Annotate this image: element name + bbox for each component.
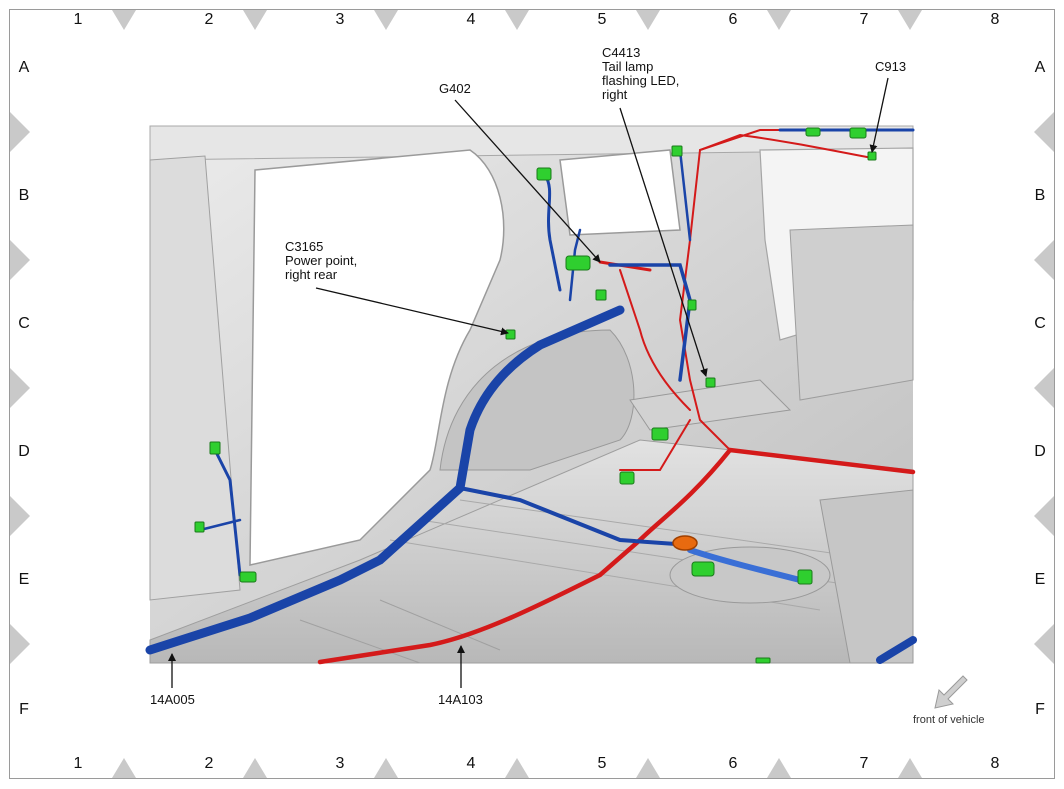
border-ticks <box>10 10 1054 778</box>
row-label-d-left: D <box>18 443 30 460</box>
row-label-b-right: B <box>1034 187 1046 204</box>
col-label-4-top: 4 <box>466 11 476 28</box>
callout-14a005: 14A005 <box>150 692 195 707</box>
callout-c3165: C3165 Power point, right rear <box>285 239 358 282</box>
row-label-c-left: C <box>18 315 30 332</box>
callout-14a103: 14A103 <box>438 692 483 707</box>
col-label-8-top: 8 <box>990 11 1000 28</box>
col-label-5-top: 5 <box>597 11 607 28</box>
callout-c913: C913 <box>875 59 907 74</box>
col-label-4-bottom: 4 <box>466 755 476 772</box>
grommet <box>672 535 698 551</box>
harness-14a005 <box>145 128 917 664</box>
col-label-6-bottom: 6 <box>728 755 738 772</box>
col-label-1-top: 1 <box>73 11 83 28</box>
col-label-6-top: 6 <box>728 11 738 28</box>
callout-g402: G402 <box>439 81 471 96</box>
row-label-f-right: F <box>1035 701 1045 718</box>
row-label-e-right: E <box>1034 571 1046 588</box>
row-label-f-left: F <box>19 701 29 718</box>
row-label-c-right: C <box>1034 315 1046 332</box>
row-label-a-left: A <box>18 59 30 76</box>
col-label-8-bottom: 8 <box>990 755 1000 772</box>
diagram-frame <box>9 9 1055 779</box>
col-label-2-bottom: 2 <box>204 755 214 772</box>
col-label-2-top: 2 <box>204 11 214 28</box>
col-label-3-bottom: 3 <box>335 755 345 772</box>
col-label-1-bottom: 1 <box>73 755 83 772</box>
col-label-3-top: 3 <box>335 11 345 28</box>
row-label-b-left: B <box>18 187 30 204</box>
row-label-d-right: D <box>1034 443 1046 460</box>
callout-c4413: C4413 Tail lamp flashing LED, right <box>602 45 680 102</box>
row-label-a-right: A <box>1034 59 1046 76</box>
leader-lines <box>168 77 889 688</box>
vehicle-body <box>149 125 914 664</box>
col-label-7-top: 7 <box>859 11 869 28</box>
col-label-7-bottom: 7 <box>859 755 869 772</box>
row-label-e-left: E <box>18 571 30 588</box>
front-of-vehicle-label: front of vehicle <box>913 714 985 726</box>
front-of-vehicle-arrow-icon <box>934 675 968 709</box>
col-label-5-bottom: 5 <box>597 755 607 772</box>
